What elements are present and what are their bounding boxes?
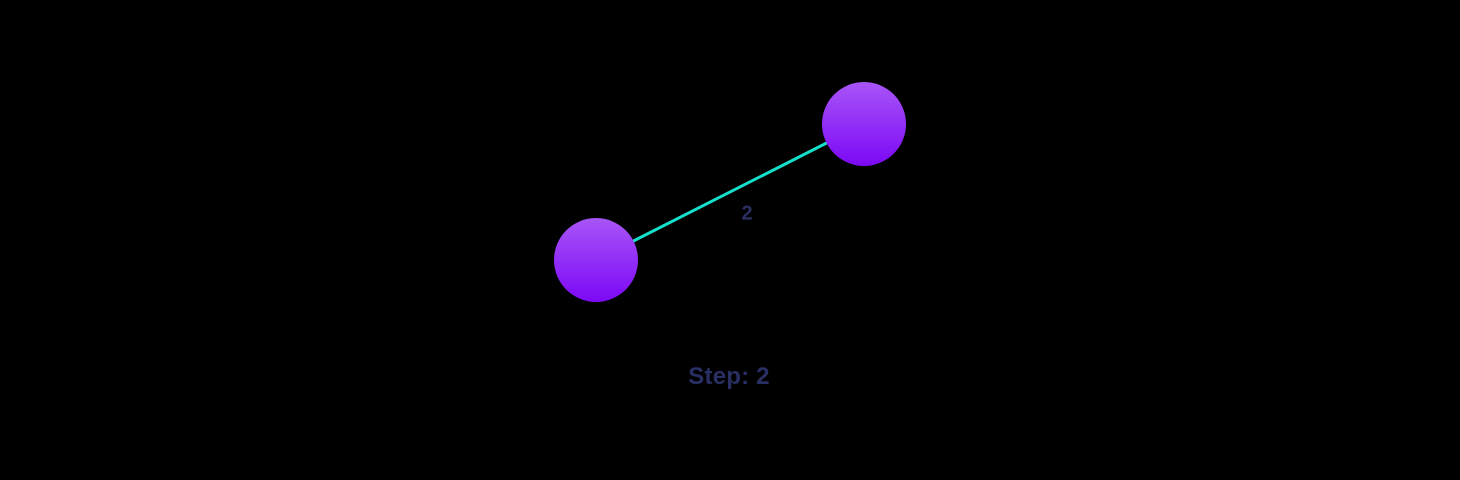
edge-labels-layer: 2: [741, 202, 752, 224]
edge-weight-label: 2: [741, 202, 752, 224]
graph-node-n2[interactable]: [822, 82, 906, 166]
graph-edge: [594, 122, 866, 262]
nodes-layer: [554, 82, 906, 302]
edges-layer: [594, 122, 866, 262]
graph-node-n1[interactable]: [554, 218, 638, 302]
step-label: Step: 2: [688, 363, 770, 390]
